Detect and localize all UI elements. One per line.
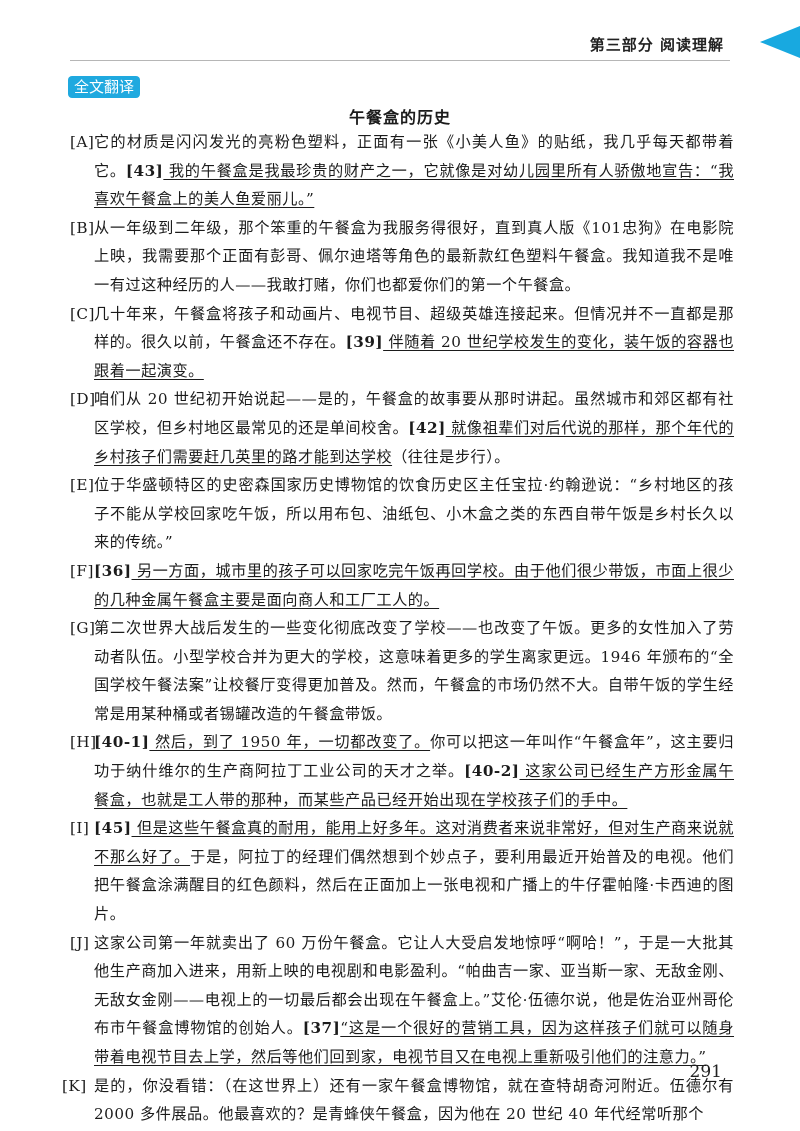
paragraph: [B]从一年级到二年级，那个笨重的午餐盒为我服务得很好，直到真人版《101忠狗》… — [70, 214, 734, 300]
paragraph-label: [D] — [70, 390, 96, 409]
paragraph-label: [H] — [70, 733, 97, 752]
page-header: 第三部分 阅读理解 — [0, 0, 800, 66]
text-segment: 第二次世界大战后发生的一些变化彻底改变了学校——也改变了午饭。更多的女性加入了劳… — [94, 619, 734, 723]
triangle-marker-icon — [760, 26, 800, 58]
question-tag: [42] — [408, 418, 446, 437]
underlined-sentence: 伴随着 20 世纪学校发生的变化，装午饭的容器也跟着一起演变。 — [94, 333, 735, 380]
underlined-sentence: 然后，到了 1950 年，一切都改变了。 — [149, 733, 431, 752]
paragraph-label: [B] — [70, 218, 95, 237]
article-body: [A]它的材质是闪闪发光的亮粉色塑料，正面有一张《小美人鱼》的贴纸，我几乎每天都… — [62, 128, 734, 1129]
text-segment: 它的材质是闪闪发光的亮粉色塑料，正面有一张《小美人鱼》的贴纸，我几乎每天都带着它… — [94, 133, 734, 180]
text-segment: 位于华盛顿特区的史密森国家历史博物馆的饮食历史区主任宝拉·约翰逊说：“乡村地区的… — [94, 476, 734, 552]
paragraph: [C]几十年来，午餐盒将孩子和动画片、电视节目、超级英雄连接起来。但情况并不一直… — [70, 300, 734, 386]
question-tag: [40-2] — [464, 762, 520, 781]
translation-badge: 全文翻译 — [68, 76, 141, 98]
question-tag: [45] — [94, 819, 132, 838]
text-segment: 是的，你没看错：（在这世界上）还有一家午餐盒博物馆，就在查特胡奇河附近。伍德尔有… — [94, 1076, 734, 1124]
article-title: 午餐盒的历史 — [348, 108, 451, 127]
question-tag: [43] — [125, 161, 164, 180]
text-segment: 这家公司第一年就卖出了 60 万份午餐盒。它让人大受启发地惊呼“啊哈！”，于是一… — [94, 933, 734, 1038]
question-tag: [40-1] — [94, 733, 150, 752]
question-tag: [36] — [94, 561, 132, 580]
paragraph-label: [I] — [70, 819, 90, 838]
text-segment: 于是，阿拉丁的经理们偶然想到个妙点子，要利用最近开始普及的电视。他们把午餐盒涂满… — [94, 847, 735, 924]
underlined-sentence: 就像祖辈们对后代说的那样，那个年代的乡村孩子们需要赶几英里的路才能到达学校 — [94, 418, 735, 466]
page-number: 291 — [689, 1062, 722, 1082]
question-tag: [39] — [345, 333, 384, 352]
paragraph: [H][40-1] 然后，到了 1950 年，一切都改变了。你可以把这一年叫作“… — [70, 728, 734, 814]
text-segment: 几十年来，午餐盒将孩子和动画片、电视节目、超级英雄连接起来。但情况并不一直都是那… — [94, 304, 734, 352]
underlined-sentence: 这家公司已经生产方形金属午餐盒，也就是工人带的那种，而某些产品已经开始出现在学校… — [94, 762, 735, 809]
paragraph: [G]第二次世界大战后发生的一些变化彻底改变了学校——也改变了午饭。更多的女性加… — [70, 614, 734, 728]
paragraph: [F][36] 另一方面，城市里的孩子可以回家吃完午饭再回学校。由于他们很少带饭… — [70, 557, 734, 614]
text-segment: 咱们从 20 世纪初开始说起——是的，午餐盒的故事要从那时讲起。虽然城市和郊区都… — [94, 390, 734, 437]
paragraph: [D]咱们从 20 世纪初开始说起——是的，午餐盒的故事要从那时讲起。虽然城市和… — [70, 385, 734, 471]
paragraph: [A]它的材质是闪闪发光的亮粉色塑料，正面有一张《小美人鱼》的贴纸，我几乎每天都… — [70, 128, 734, 214]
paragraph-label: [E] — [70, 476, 95, 495]
paragraph-label: [F] — [70, 561, 94, 580]
underlined-sentence: “这是一个很好的营销工具，因为这样孩子们就可以随身带着电视节目去上学，然后等他们… — [94, 1019, 735, 1066]
section-label: 第三部分 阅读理解 — [589, 36, 724, 54]
paragraph-label: [K] — [62, 1076, 87, 1095]
text-segment: 从一年级到二年级，那个笨重的午餐盒为我服务得很好，直到真人版《101忠狗》在电影… — [94, 218, 734, 294]
underlined-sentence: 但是这些午餐盒真的耐用，能用上好多年。这对消费者来说非常好，但对生产商来说就不那… — [94, 819, 734, 866]
paragraph: [I][45] 但是这些午餐盒真的耐用，能用上好多年。这对消费者来说非常好，但对… — [70, 814, 734, 928]
paragraph-label: [C] — [70, 304, 95, 323]
paragraph-label: [G] — [70, 619, 96, 638]
question-tag: [37] — [302, 1019, 341, 1038]
paragraph: [J]这家公司第一年就卖出了 60 万份午餐盒。它让人大受启发地惊呼“啊哈！”，… — [70, 929, 734, 1072]
text-segment: （往往是步行）。 — [392, 447, 510, 466]
header-rule — [70, 60, 730, 61]
underlined-sentence: 另一方面，城市里的孩子可以回家吃完午饭再回学校。由于他们很少带饭，市面上很少的几… — [94, 561, 734, 609]
paragraph: [E]位于华盛顿特区的史密森国家历史博物馆的饮食历史区主任宝拉·约翰逊说：“乡村… — [70, 471, 734, 557]
paragraph: [K] 是的，你没看错：（在这世界上）还有一家午餐盒博物馆，就在查特胡奇河附近。伍… — [62, 1072, 734, 1129]
paragraph-label: [A] — [70, 133, 95, 151]
underlined-sentence: 我的午餐盒是我最珍贵的财产之一，它就像是对幼儿园里所有人骄傲地宣告：“我喜欢午餐… — [94, 161, 735, 209]
paragraph-label: [J] — [70, 933, 90, 952]
text-segment: 你可以把这一年叫作“午餐盒年”，这主要归功于纳什维尔的生产商阿拉丁工业公司的天才… — [94, 733, 734, 781]
